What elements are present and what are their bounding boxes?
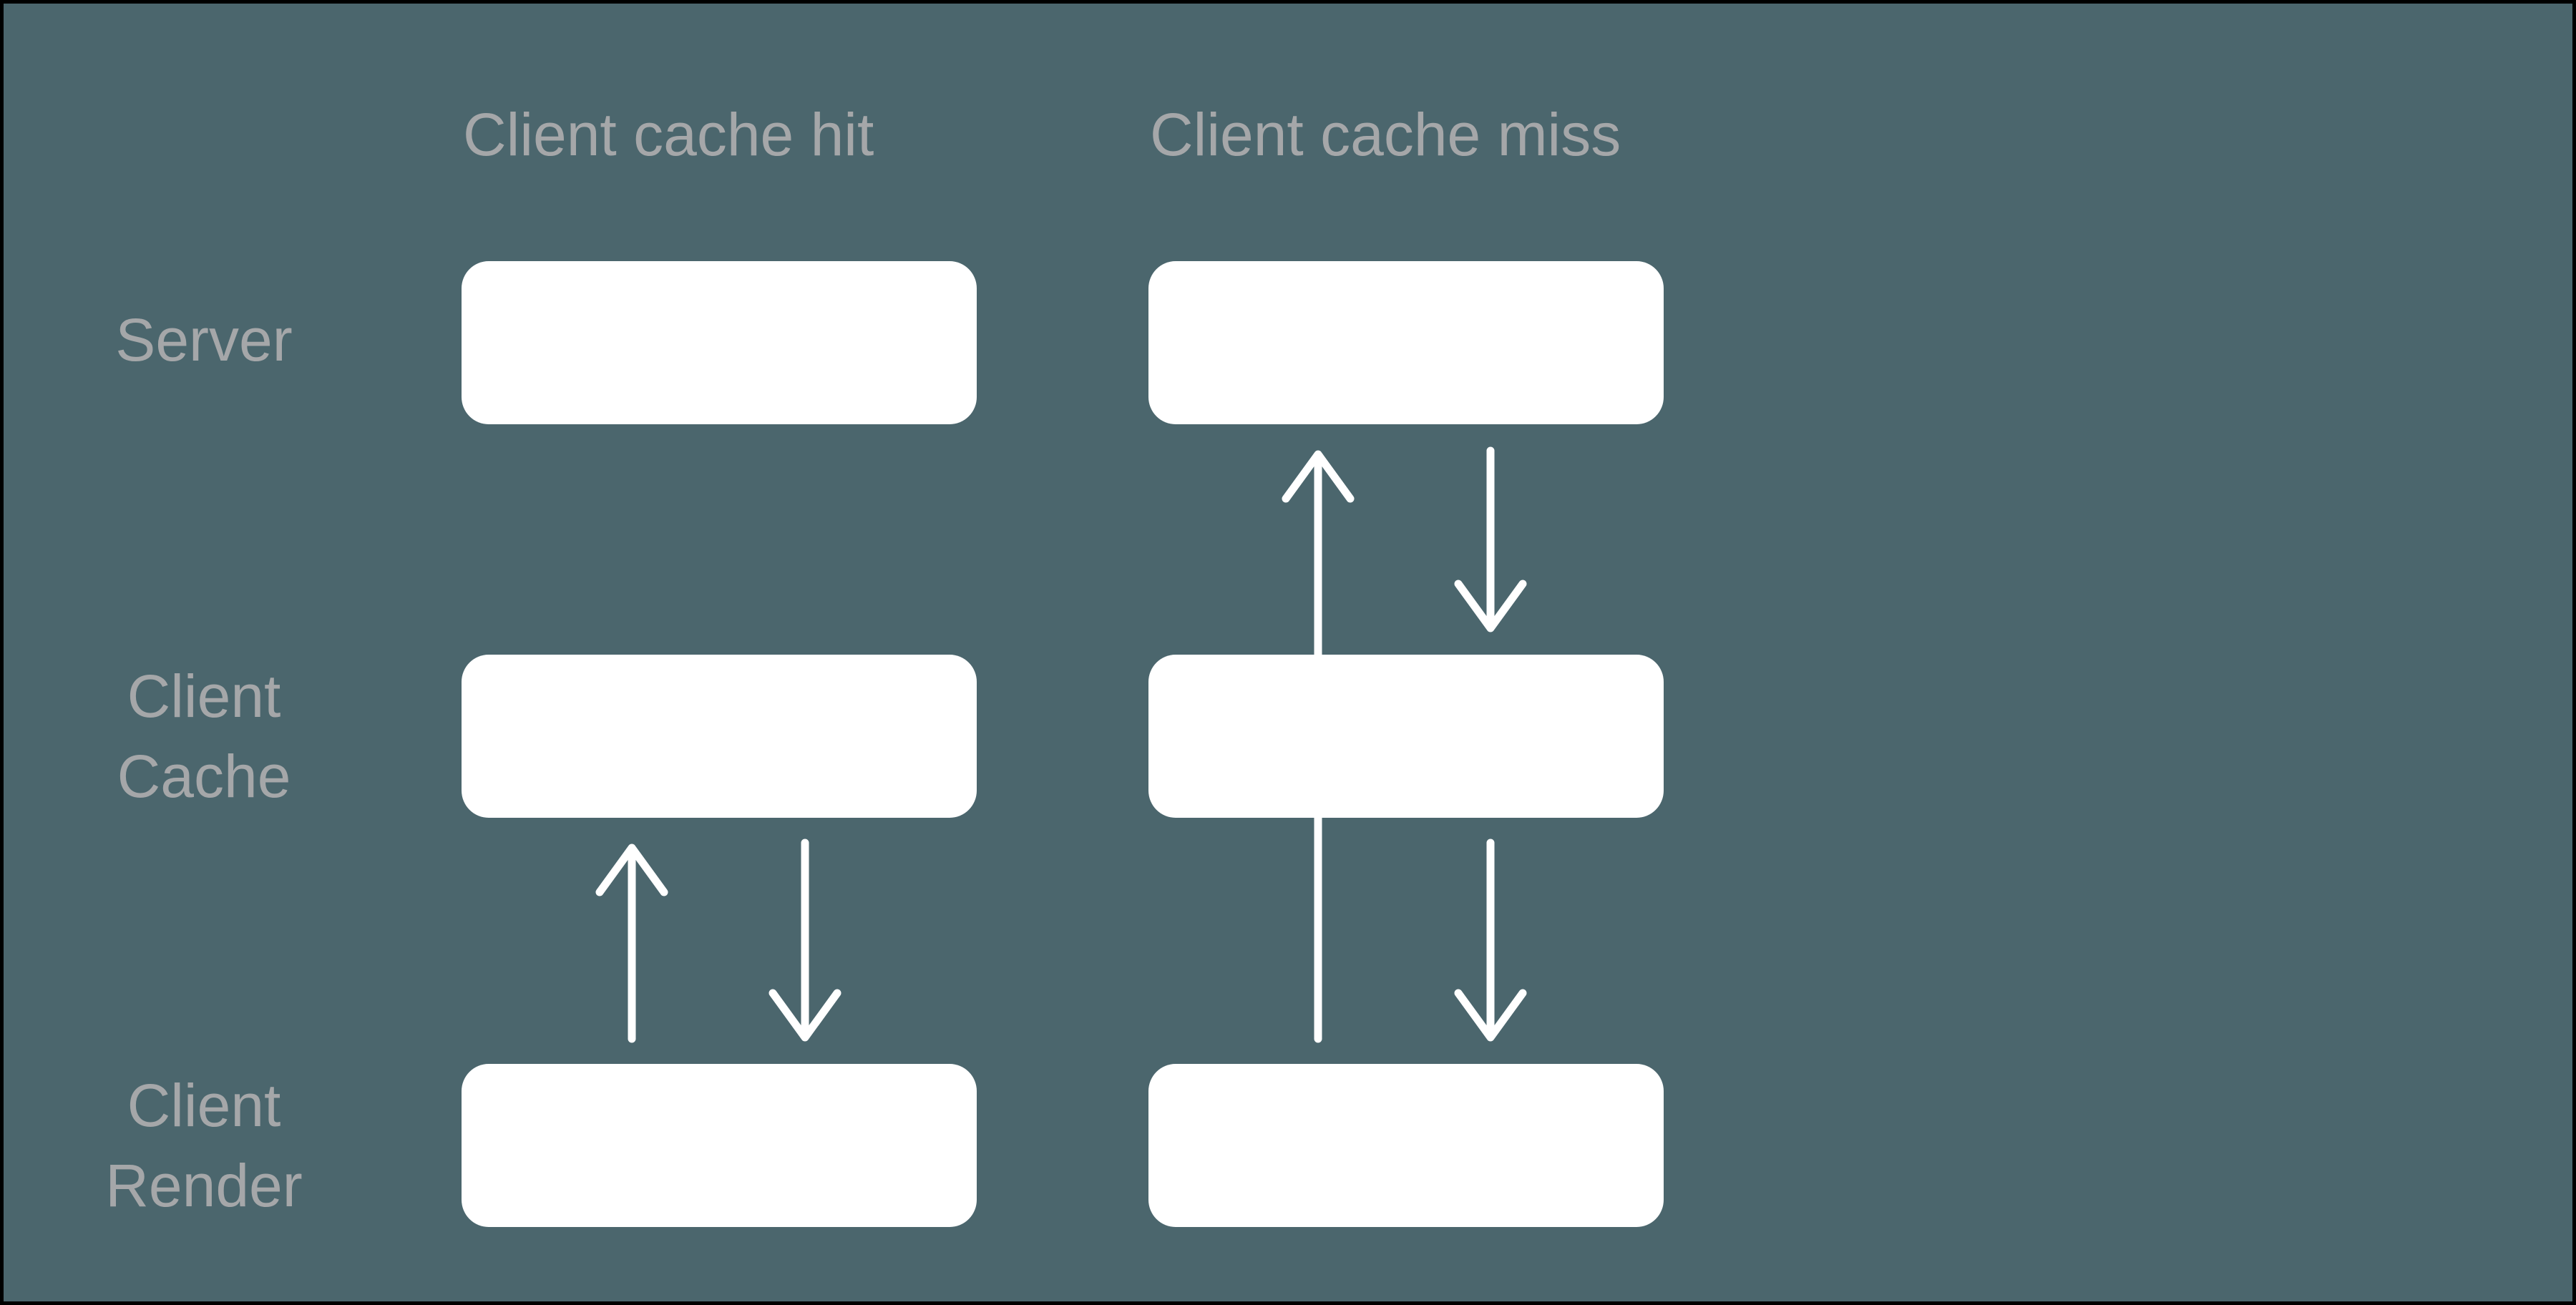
arrow-hit-render-to-cache-up-icon <box>595 844 668 1043</box>
row-label-server: Server <box>115 306 293 373</box>
server-box-hit <box>462 261 977 424</box>
arrow-miss-cache-to-render-down-icon <box>1454 839 1527 1042</box>
server-box-miss <box>1148 261 1664 424</box>
client-render-box-hit <box>462 1064 977 1227</box>
client-cache-box-miss <box>1148 655 1664 818</box>
client-cache-box-hit <box>462 655 977 818</box>
row-label-client-cache: Client Cache <box>117 663 291 810</box>
row-label-client-render: Client Render <box>105 1072 303 1219</box>
column-header-cache-hit: Client cache hit <box>463 101 874 168</box>
client-render-box-miss <box>1148 1064 1664 1227</box>
column-header-cache-miss: Client cache miss <box>1150 101 1621 168</box>
arrow-miss-server-to-cache-down-icon <box>1454 446 1527 632</box>
arrow-hit-cache-to-render-down-icon <box>769 839 841 1042</box>
